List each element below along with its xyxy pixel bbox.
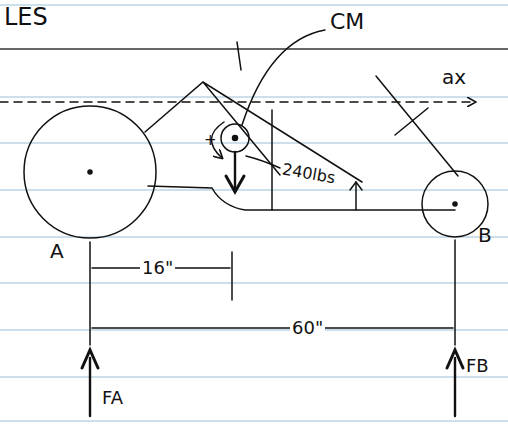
center-of-mass	[221, 124, 249, 152]
seat-frame	[148, 186, 455, 210]
force-arrow-b	[454, 358, 456, 416]
frame-tick	[350, 182, 362, 190]
notebook-lines	[0, 5, 508, 421]
ruled-line	[0, 96, 508, 97]
weight-label: 240lbs	[279, 160, 339, 187]
axle-a	[88, 170, 92, 174]
dimension-label: 16"	[140, 258, 175, 278]
top-rule	[0, 48, 508, 50]
axle-b	[453, 202, 457, 206]
fork	[376, 76, 458, 176]
ruled-line	[0, 4, 508, 5]
wheel-a	[24, 106, 156, 238]
fork-tick	[395, 108, 428, 135]
handlebar	[237, 42, 241, 70]
force-arrow-a	[89, 358, 91, 416]
ruled-line	[0, 189, 508, 190]
force-arrowhead-a	[82, 350, 98, 368]
ruled-line	[0, 329, 508, 330]
point-label: A	[48, 240, 66, 262]
cm-label: CM	[328, 10, 366, 34]
weight-arrowhead	[226, 176, 244, 192]
weight-leader	[246, 156, 280, 168]
center-of-mass-dot	[233, 136, 238, 141]
dimension-extension	[454, 240, 456, 345]
frame-post	[271, 110, 273, 210]
cm-leader	[242, 30, 325, 125]
ruled-line	[0, 376, 508, 377]
acceleration-line	[0, 101, 475, 103]
point-label: B	[476, 224, 494, 246]
partial-title: LES	[2, 4, 50, 30]
dimension-extension	[231, 252, 233, 300]
weight-arrow	[234, 152, 236, 190]
dimension-label: 60"	[290, 318, 325, 338]
frame-post	[355, 182, 357, 210]
force-arrowhead-b	[447, 350, 463, 368]
force-label: FA	[100, 388, 125, 408]
ruled-line	[0, 282, 508, 283]
dimension-extension	[89, 242, 91, 345]
force-label: FB	[464, 356, 491, 376]
ruled-line	[0, 420, 508, 421]
acceleration-label: ax	[440, 66, 468, 88]
dimension-line	[92, 327, 453, 329]
sign-label: +	[202, 132, 219, 149]
